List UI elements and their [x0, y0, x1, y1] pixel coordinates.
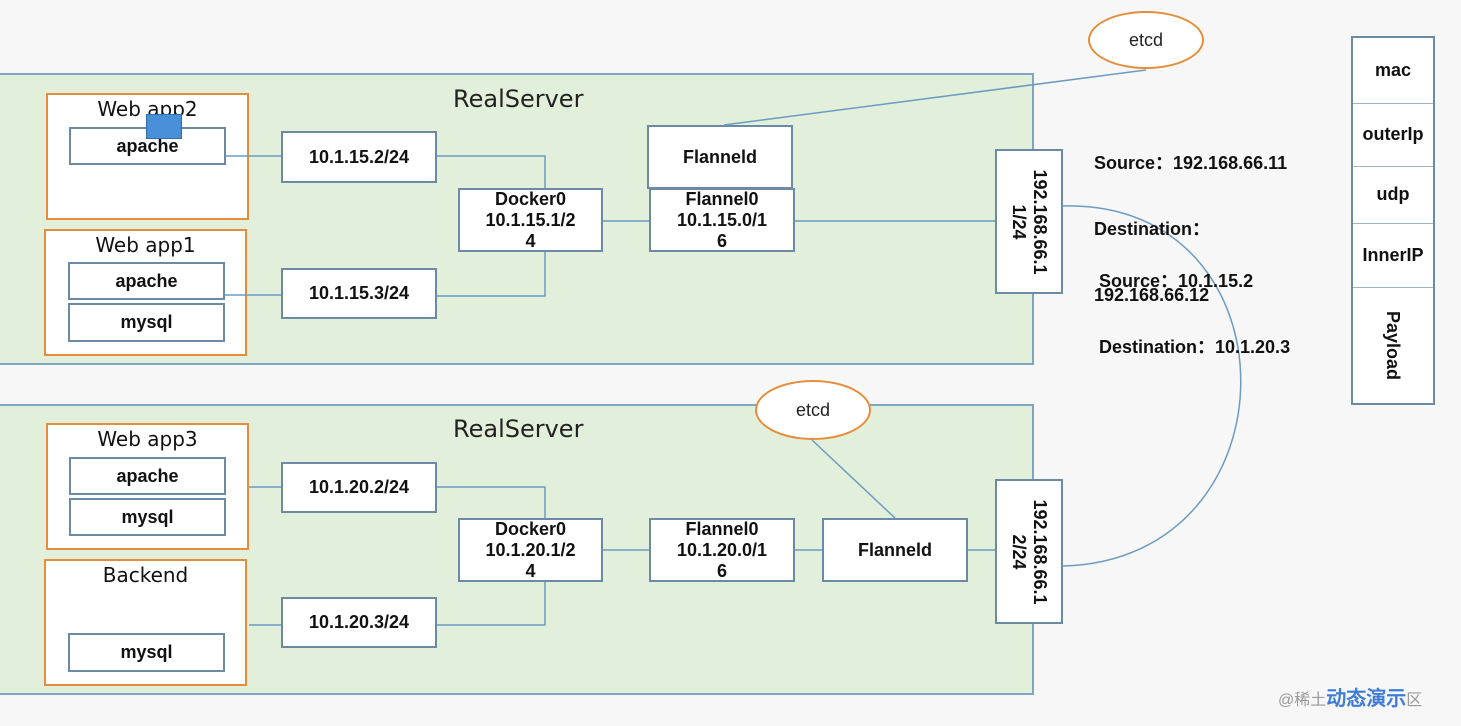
watermark-prefix: @稀土: [1278, 692, 1327, 709]
service-mysql: mysql: [68, 303, 225, 342]
inner-source: Source：10.1.15.2: [1099, 271, 1254, 291]
interface-line: 6: [716, 560, 727, 581]
interface-line: 10.1.20.0/1: [676, 539, 768, 560]
bridge-line: Docker0: [494, 518, 567, 539]
docker0-bridge: Docker0 10.1.15.1/2 4: [458, 188, 603, 252]
payload-label: Payload: [1383, 310, 1404, 380]
inner-packet-info: Source：10.1.15.2 Destination：10.1.20.3: [1099, 226, 1290, 380]
link-host-to-host: [1062, 205, 1242, 567]
link-flanneld-to-etcd: [723, 69, 1147, 126]
service-mysql: mysql: [69, 498, 226, 536]
watermark-suffix: 区: [1406, 692, 1423, 709]
outer-packet-info: Source：192.168.66.11 Destination： 192.16…: [1094, 108, 1287, 328]
layer-outer-ip: outerIp: [1353, 103, 1433, 167]
link-ip-to-docker0: [437, 582, 546, 626]
host-nic: 192.168.66.1 2/24: [995, 479, 1063, 624]
container-ip-box: 10.1.15.2/24: [281, 131, 437, 183]
container-marker: [146, 114, 182, 139]
watermark: @稀土动态演示区: [1278, 682, 1422, 711]
layer-payload: Payload: [1353, 287, 1433, 403]
interface-line: 10.1.15.0/1: [676, 209, 768, 230]
container-ip-box: 10.1.20.2/24: [281, 462, 437, 513]
etcd-node: etcd: [1088, 11, 1204, 69]
realserver-1-title: RealServer: [453, 85, 584, 113]
interface-line: 6: [716, 230, 727, 251]
container-ip-box: 10.1.15.3/24: [281, 268, 437, 319]
app-title: Web app3: [97, 427, 198, 451]
layer-udp: udp: [1353, 166, 1433, 224]
flannel0-interface: Flannel0 10.1.15.0/1 6: [649, 188, 795, 252]
etcd-node: etcd: [755, 380, 871, 440]
layer-inner-ip: InnerIP: [1353, 223, 1433, 288]
container-ip-box: 10.1.20.3/24: [281, 597, 437, 648]
packet-layers: mac outerIp udp InnerIP Payload: [1351, 36, 1435, 405]
link-flanneld-to-etcd: [811, 439, 896, 519]
service-mysql: mysql: [68, 633, 225, 672]
layer-mac: mac: [1353, 38, 1433, 104]
bridge-line: 4: [525, 560, 536, 581]
bridge-line: 4: [525, 230, 536, 251]
flannel0-interface: Flannel0 10.1.20.0/1 6: [649, 518, 795, 582]
watermark-highlight: 动态演示: [1326, 688, 1407, 710]
outer-destination-label: Destination：: [1094, 219, 1211, 239]
realserver-2-title: RealServer: [453, 415, 584, 443]
bridge-line: 10.1.20.1/2: [485, 539, 576, 560]
interface-line: Flannel0: [685, 188, 759, 209]
link-ip-to-docker0: [437, 155, 546, 188]
service-apache: apache: [69, 457, 226, 495]
app-title: Web app1: [95, 233, 196, 257]
flanneld-daemon: Flanneld: [647, 125, 793, 189]
bridge-line: 10.1.15.1/2: [485, 209, 576, 230]
interface-line: Flannel0: [685, 518, 759, 539]
service-apache: apache: [68, 262, 225, 300]
inner-destination: Destination：10.1.20.3: [1099, 337, 1291, 357]
flanneld-daemon: Flanneld: [822, 518, 968, 582]
host-nic: 192.168.66.1 1/24: [995, 149, 1063, 294]
docker0-bridge: Docker0 10.1.20.1/2 4: [458, 518, 603, 582]
link-ip-to-docker0: [437, 486, 546, 518]
outer-destination-value: 192.168.66.12: [1094, 285, 1210, 305]
app-title: Backend: [102, 563, 189, 587]
link-ip-to-docker0: [437, 252, 546, 297]
outer-source: Source：192.168.66.11: [1094, 153, 1288, 173]
bridge-line: Docker0: [494, 188, 567, 209]
